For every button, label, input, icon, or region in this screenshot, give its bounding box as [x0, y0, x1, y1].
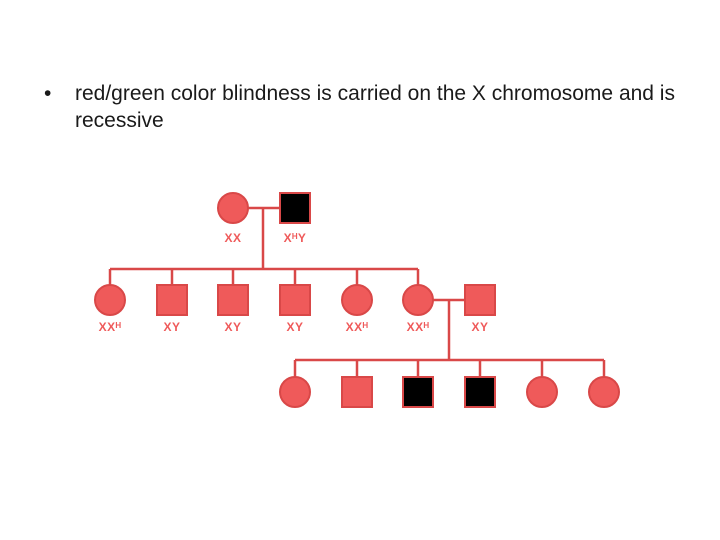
gen2-genotype-7: XY — [471, 320, 488, 334]
gen2-person-3-male-symbol — [217, 284, 249, 316]
gen2-person-6-female-symbol — [402, 284, 434, 316]
gen3-person-1-female-symbol — [279, 376, 311, 408]
gen3-person-5-female-symbol — [526, 376, 558, 408]
gen2-person-5-female-symbol — [341, 284, 373, 316]
gen2-person-2-male-symbol — [156, 284, 188, 316]
gen1-genotype-1: XX — [224, 231, 241, 245]
gen2-genotype-5: XXᴴ — [346, 320, 369, 334]
gen2-person-4-male-symbol — [279, 284, 311, 316]
gen3-person-4-male-symbol — [464, 376, 496, 408]
gen1-person-2-male-symbol — [279, 192, 311, 224]
gen2-genotype-2: XY — [163, 320, 180, 334]
gen2-person-1-female-symbol — [94, 284, 126, 316]
gen1-genotype-2: XᴴY — [284, 231, 307, 245]
gen3-person-2-male-symbol — [341, 376, 373, 408]
bullet-text: red/green color blindness is carried on … — [75, 82, 675, 132]
gen2-genotype-4: XY — [286, 320, 303, 334]
bullet-symbol: • — [44, 82, 52, 105]
gen3-person-3-male-symbol — [402, 376, 434, 408]
gen3-person-6-female-symbol — [588, 376, 620, 408]
gen1-person-1-female-symbol — [217, 192, 249, 224]
gen2-genotype-6: XXᴴ — [407, 320, 430, 334]
gen2-genotype-1: XXᴴ — [99, 320, 122, 334]
gen2-person-7-male-symbol — [464, 284, 496, 316]
gen2-genotype-3: XY — [224, 320, 241, 334]
